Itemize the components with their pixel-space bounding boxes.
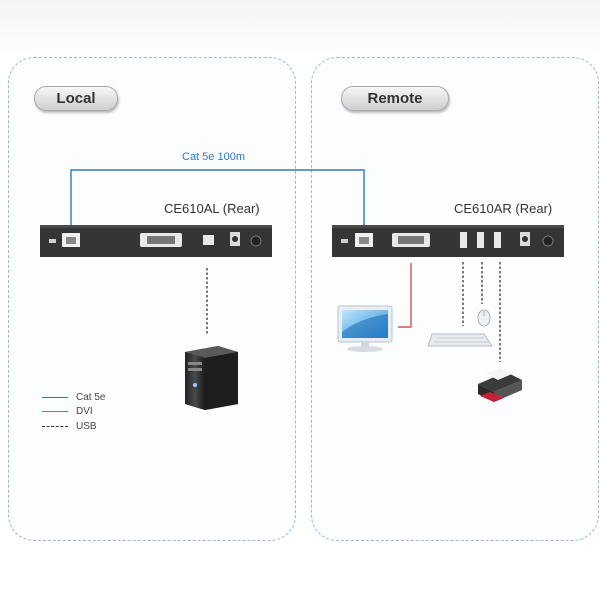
remote-usb-port-1 — [460, 232, 467, 248]
computer-tower-icon — [185, 346, 238, 410]
local-unit-label: CE610AL (Rear) — [164, 201, 260, 216]
legend-label-usb: USB — [76, 421, 97, 432]
remote-usb-port-2 — [477, 232, 484, 248]
legend-swatch-usb — [42, 425, 68, 427]
legend-swatch-cat5e — [42, 396, 68, 398]
mouse-icon — [477, 309, 491, 327]
local-section-label: Local — [34, 86, 118, 111]
cat5e-cable-label: Cat 5e 100m — [182, 151, 245, 163]
cat5e-cable — [70, 169, 365, 236]
local-panel — [8, 57, 296, 541]
local-unit-rear-panel — [40, 225, 272, 257]
monitor-icon — [337, 305, 393, 352]
remote-section-label: Remote — [341, 86, 449, 111]
remote-usb-port-3 — [494, 232, 501, 248]
legend-label-dvi: DVI — [76, 406, 93, 417]
remote-dvi-cable — [398, 263, 412, 328]
legend-item-cat5e: Cat 5e — [42, 392, 105, 403]
legend-label-cat5e: Cat 5e — [76, 392, 106, 403]
local-usb-b-port — [203, 235, 214, 245]
keyboard-icon — [427, 333, 493, 347]
remote-panel — [311, 57, 599, 541]
legend-swatch-dvi — [42, 410, 68, 412]
remote-unit-label: CE610AR (Rear) — [454, 201, 553, 216]
printer-icon — [478, 368, 522, 402]
legend-item-usb: USB — [42, 421, 97, 432]
legend-item-dvi: DVI — [42, 406, 93, 417]
remote-unit-rear-panel — [332, 225, 564, 257]
